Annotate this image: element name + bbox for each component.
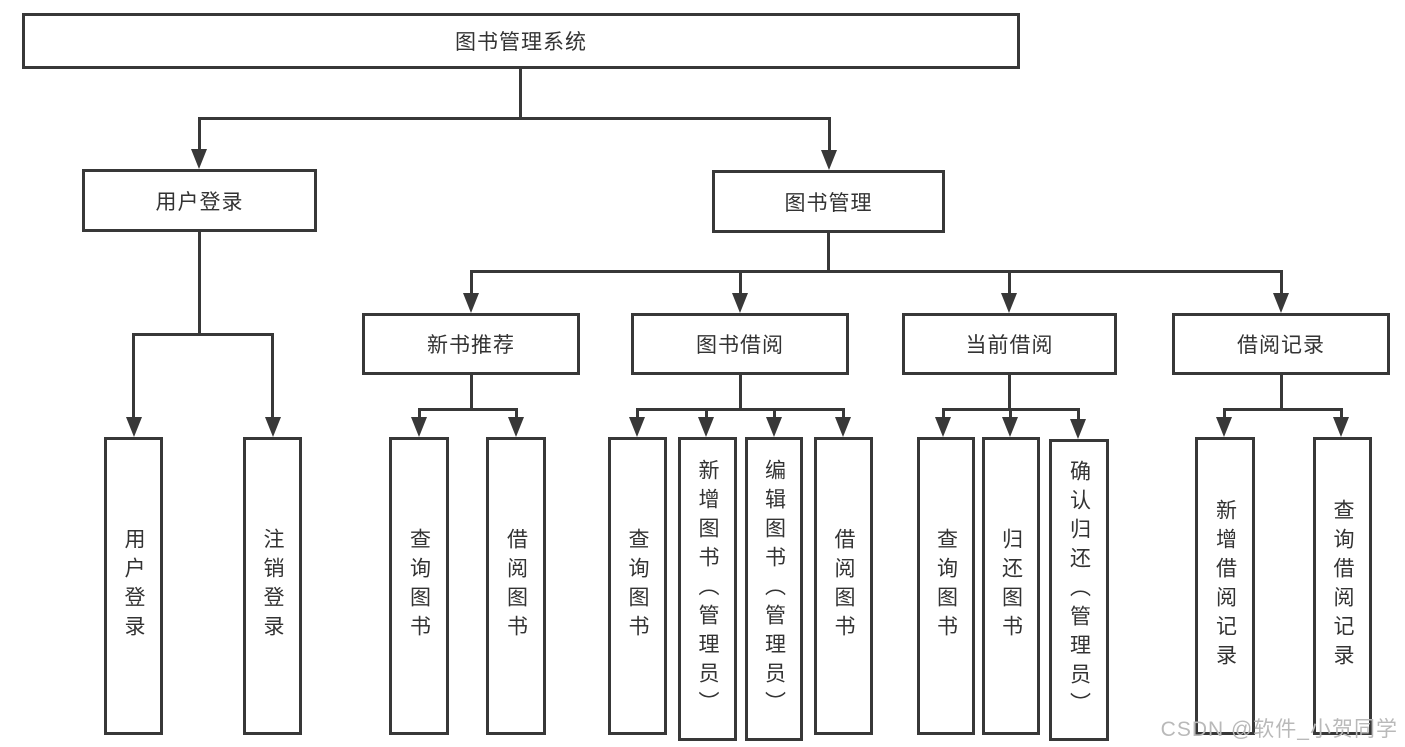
leaf-return-books: 归还图书	[982, 437, 1040, 735]
leaf-add-borrow-record: 新增借阅记录	[1195, 437, 1255, 735]
arrowhead-icon	[1273, 293, 1289, 313]
connector-line	[1007, 272, 1011, 295]
arrowhead-icon	[698, 417, 714, 437]
leaf-query-books-current: 查询图书	[917, 437, 975, 735]
connector-line	[635, 410, 639, 420]
node-book-borrowing: 图书借阅	[631, 313, 849, 375]
leaf-label: 确认归还（管理员）	[1067, 459, 1091, 721]
connector-line	[469, 272, 473, 295]
arrowhead-icon	[835, 417, 851, 437]
arrowhead-icon	[766, 417, 782, 437]
leaf-borrow-books-recommend: 借阅图书	[486, 437, 546, 735]
connector-line	[469, 375, 473, 410]
connector-line	[417, 408, 518, 411]
leaf-label: 查询借阅记录	[1331, 499, 1354, 673]
connector-line	[132, 335, 135, 419]
connector-line	[827, 119, 831, 152]
arrowhead-icon	[463, 293, 479, 313]
arrowhead-icon	[1002, 417, 1018, 437]
connector-line	[941, 408, 1080, 411]
connector-line	[738, 272, 742, 295]
connector-line	[518, 69, 522, 118]
connector-line	[1279, 272, 1283, 295]
leaf-label: 归还图书	[999, 528, 1023, 644]
connector-line	[469, 270, 1283, 273]
leaf-query-books-recommend: 查询图书	[389, 437, 449, 735]
arrowhead-icon	[1070, 419, 1086, 439]
arrowhead-icon	[1001, 293, 1017, 313]
connector-line	[704, 410, 708, 420]
arrowhead-icon	[935, 417, 951, 437]
leaf-query-books-borrow: 查询图书	[608, 437, 667, 735]
connector-line	[1076, 410, 1080, 420]
connector-line	[827, 233, 830, 272]
leaf-logout: 注销登录	[243, 437, 302, 735]
csdn-watermark: CSDN @软件_小贺同学	[1160, 718, 1398, 741]
connector-line	[417, 410, 421, 420]
connector-line	[1279, 375, 1283, 410]
connector-line	[1339, 410, 1343, 420]
leaf-user-login: 用户登录	[104, 437, 163, 735]
connector-line	[514, 410, 518, 420]
arrowhead-icon	[411, 417, 427, 437]
connector-line	[197, 117, 831, 120]
leaf-label: 新增图书（管理员）	[696, 458, 719, 720]
leaf-borrow-books: 借阅图书	[814, 437, 873, 735]
connector-line	[132, 333, 274, 336]
arrowhead-icon	[508, 417, 524, 437]
leaf-edit-books-admin: 编辑图书（管理员）	[745, 437, 803, 741]
arrowhead-icon	[629, 417, 645, 437]
node-library-system: 图书管理系统	[22, 13, 1020, 69]
arrowhead-icon	[1216, 417, 1232, 437]
arrowhead-icon	[1333, 417, 1349, 437]
leaf-add-books-admin: 新增图书（管理员）	[678, 437, 737, 741]
leaf-label: 借阅图书	[504, 528, 528, 644]
leaf-label: 用户登录	[122, 528, 145, 644]
leaf-label: 查询图书	[626, 528, 649, 644]
connector-line	[197, 119, 201, 151]
node-new-book-recommend: 新书推荐	[362, 313, 580, 375]
connector-line	[1007, 375, 1011, 410]
connector-line	[197, 232, 201, 336]
connector-line	[1008, 410, 1012, 420]
connector-line	[1222, 410, 1226, 420]
leaf-label: 注销登录	[261, 528, 284, 644]
connector-line	[738, 375, 742, 410]
leaf-query-borrow-record: 查询借阅记录	[1313, 437, 1372, 735]
leaf-label: 新增借阅记录	[1213, 499, 1237, 673]
leaf-label: 查询图书	[407, 528, 431, 644]
connector-line	[772, 410, 776, 420]
arrowhead-icon	[125, 417, 142, 437]
arrowhead-icon	[264, 417, 281, 437]
leaf-label: 查询图书	[934, 528, 958, 644]
connector-line	[1222, 408, 1343, 411]
arrowhead-icon	[821, 150, 837, 170]
connector-line	[941, 410, 945, 420]
node-book-management: 图书管理	[712, 170, 945, 233]
node-borrowing-records: 借阅记录	[1172, 313, 1390, 375]
connector-line	[635, 408, 845, 411]
node-user-login: 用户登录	[82, 169, 317, 232]
node-current-borrowing: 当前借阅	[902, 313, 1117, 375]
connector-line	[271, 335, 274, 419]
connector-line	[841, 410, 845, 420]
leaf-label: 编辑图书（管理员）	[762, 458, 786, 720]
leaf-confirm-return-admin: 确认归还（管理员）	[1049, 439, 1109, 741]
leaf-label: 借阅图书	[832, 528, 855, 644]
arrowhead-icon	[191, 149, 207, 169]
arrowhead-icon	[732, 293, 748, 313]
